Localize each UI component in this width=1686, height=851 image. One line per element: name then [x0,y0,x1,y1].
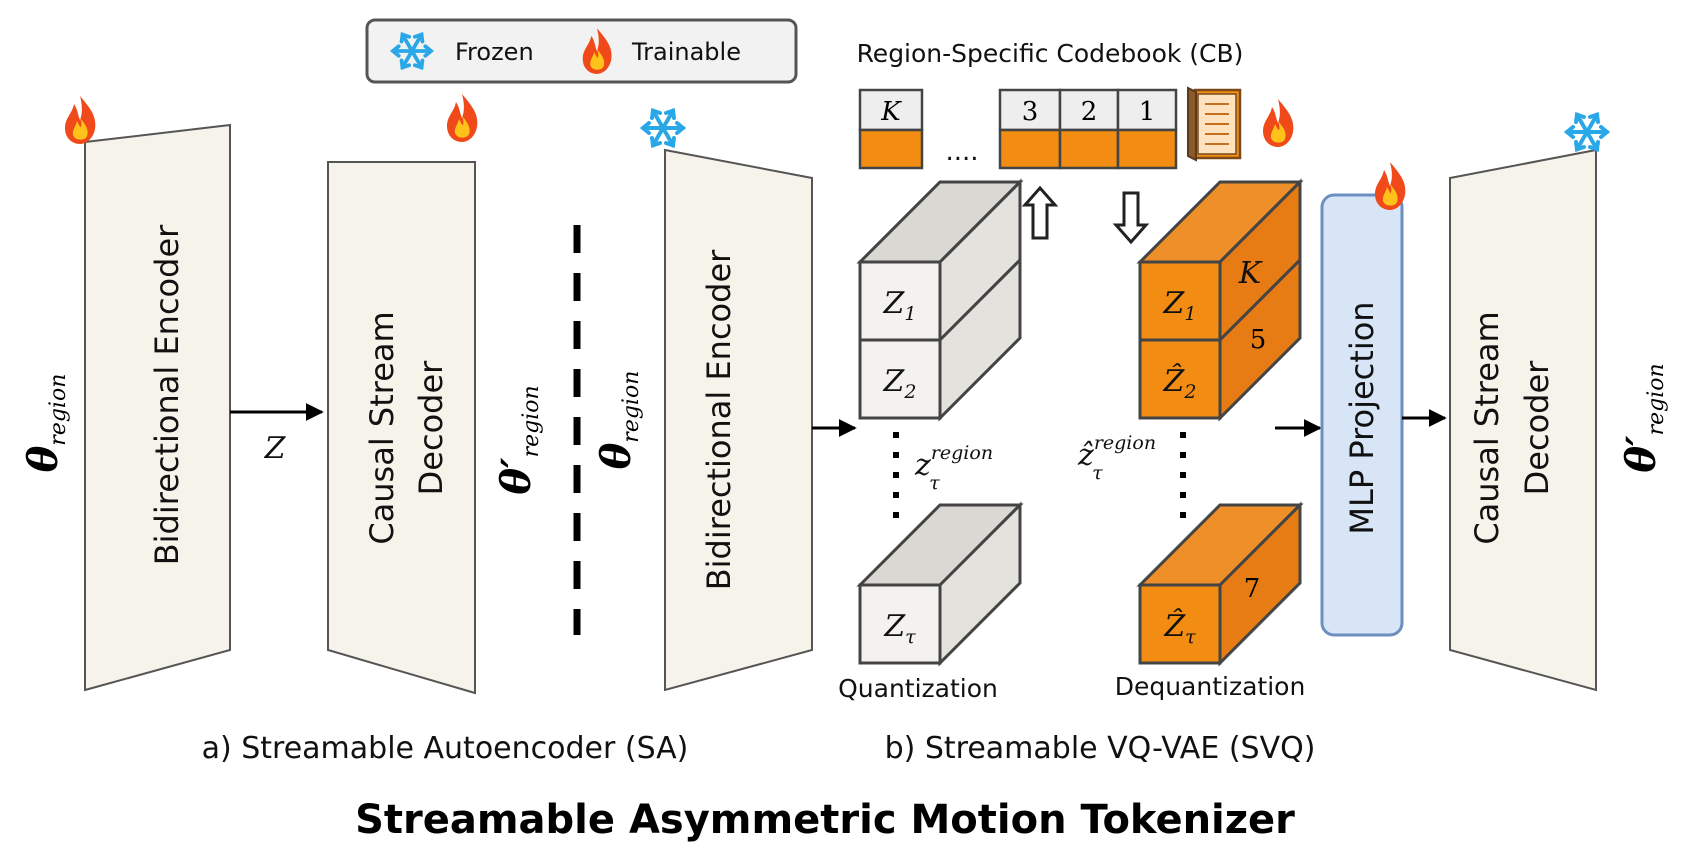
codebook-label-k: K [880,97,902,127]
encoder-b [664,148,813,692]
figure-title: Streamable Asymmetric Motion Tokenizer [355,797,1295,843]
caption-a: a) Streamable Autoencoder (SA) [202,731,689,766]
input-theta-a: θregion [20,374,71,473]
decoder-a [327,161,476,695]
svg-text:Zτ: Zτ [883,609,916,648]
mlp-label: MLP Projection [1343,301,1381,534]
quant-block-2: Z2 [858,256,1022,422]
arrow-down-from-codebook [1112,191,1150,245]
dequant-block-2: Ẑ2 5 [1138,256,1302,422]
codebook-label-2: 2 [1081,97,1098,127]
decoder-b-label-2: Decoder [1518,360,1556,496]
encoder-a-label: Bidirectional Encoder [148,224,186,565]
decoder-a-label-2: Decoder [412,360,450,496]
decoder-b [1449,148,1597,692]
codebook-label-1: 1 [1139,97,1156,127]
codebook-entry-3: 3 [998,88,1062,170]
dequant-block-3: Ẑτ 7 [1136,501,1304,667]
legend-frozen-label: Frozen [455,38,534,66]
codebook-entry-k: K [858,88,924,170]
svg-text:Z1: Z1 [883,286,917,325]
dequant-index-2: 5 [1250,325,1267,355]
flame-icon [1263,99,1294,147]
flame-icon [1375,162,1406,210]
codebook-entry-1: 1 [1116,88,1178,170]
svg-text:Z1: Z1 [1163,286,1197,325]
encoder-b-label: Bidirectional Encoder [700,249,738,590]
arrow-up-to-codebook [1021,185,1059,240]
output-theta-b: θ′region [1618,363,1669,472]
decoder-b-label-1: Causal Stream [1468,311,1506,544]
snowflake-icon [641,108,685,148]
mlp-projection [1320,193,1404,637]
snowflake-icon [1565,112,1609,152]
dequant-block-1: Z1 K [1136,178,1304,344]
part-a: θregion Bidirectional Encoder Z Causal S… [20,94,688,766]
quant-block-1: Z1 [856,178,1024,344]
quantization-label: Quantization [838,674,998,703]
legend: Frozen Trainable [365,18,798,84]
latent-z-a: Z [264,431,287,466]
input-theta-b: θregion [593,371,644,470]
legend-trainable-label: Trainable [631,38,741,66]
flame-icon [65,96,96,144]
flame-icon [447,94,478,142]
codebook-ellipsis: .... [945,137,978,167]
codebook: Region-Specific Codebook (CB) K .... 3 2 [857,39,1294,170]
output-theta-a: θ′region [493,385,544,494]
codebook-title: Region-Specific Codebook (CB) [857,39,1244,68]
book-icon [1187,86,1242,162]
encoder-a [84,123,231,692]
legend-box [365,18,798,84]
svg-text:Ẑτ: Ẑτ [1163,608,1196,648]
svg-text:Z2: Z2 [883,364,917,403]
codebook-label-3: 3 [1022,97,1039,127]
quant-block-3: Zτ [856,501,1024,667]
dequant-index-1: K [1238,256,1263,291]
dequantization-label: Dequantization [1115,672,1306,701]
svg-text:Ẑ2: Ẑ2 [1163,363,1197,403]
codebook-entry-2: 2 [1058,88,1120,170]
decoder-a-label-1: Causal Stream [363,311,401,544]
caption-b: b) Streamable VQ-VAE (SVQ) [885,731,1316,766]
part-b: θregion Bidirectional Encoder Region-Spe… [593,39,1669,766]
dequant-index-3: 7 [1244,574,1261,604]
